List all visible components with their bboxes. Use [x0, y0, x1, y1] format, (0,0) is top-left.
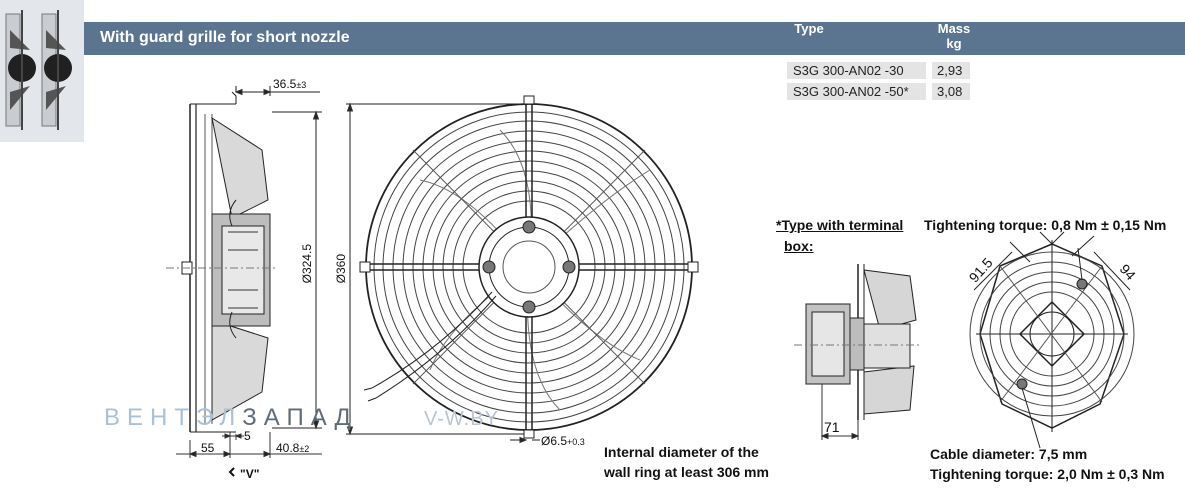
column-header-mass-line1: Mass	[937, 21, 971, 36]
column-header-mass-line2: kg	[946, 36, 962, 51]
dim-324-5-label: Ø324.5	[300, 244, 314, 284]
note-internal-diameter-line1: Internal diameter of the	[604, 444, 759, 460]
dim-5-label: 5	[244, 429, 251, 443]
column-header-type: Type	[794, 21, 824, 36]
table-cell-type: S3G 300-AN02 -30	[787, 62, 926, 79]
note-terminal-box-line1: *Type with terminal	[776, 217, 904, 233]
watermark-brand-part2: ЭЛ	[196, 404, 243, 431]
dim-71-label: 71	[824, 419, 840, 435]
dim-6-5-tolerance: +0.3	[567, 437, 585, 447]
dim-36-5-label: 36.5±3	[273, 77, 306, 91]
watermark-brand: ВЕНТЭЛЗАПАД	[104, 404, 358, 432]
dim-360-label: Ø360	[334, 254, 348, 284]
watermark-site: V-W.BY	[424, 408, 499, 430]
section-title: With guard grille for short nozzle	[100, 29, 350, 46]
note-torque-top: Tightening torque: 0,8 Nm ± 0,15 Nm	[924, 217, 1167, 233]
view-v-label: "V"	[240, 467, 260, 481]
note-terminal-box-line2: box:	[784, 238, 814, 254]
dim-6-5-label: Ø6.5+0.3	[541, 434, 585, 448]
side-view-drawing	[166, 86, 322, 477]
table-cell-type: S3G 300-AN02 -50*	[787, 83, 926, 100]
dim-40-8-tolerance: ±2	[299, 444, 310, 454]
dim-36-5-tolerance: ±3	[296, 80, 307, 90]
front-view-drawing	[346, 95, 699, 444]
thumbnail-fan-drawing	[5, 10, 72, 130]
column-header-mass: Mass kg	[934, 21, 974, 51]
dim-6-5-value: Ø6.5	[541, 434, 568, 448]
note-torque-bottom: Tightening torque: 2,0 Nm ± 0,3 Nm	[930, 466, 1165, 482]
terminal-box-side-drawing	[794, 264, 922, 440]
product-thumbnail	[0, 0, 84, 142]
dim-36-5-value: 36.5	[273, 77, 297, 91]
table-cell-mass: 3,08	[932, 83, 970, 100]
watermark-brand-part3: ЗАПАД	[242, 404, 358, 431]
watermark-brand-part1: ВЕНТ	[104, 404, 197, 431]
dim-40-8-value: 40.8	[276, 441, 300, 455]
header-bar	[84, 22, 1185, 55]
table-cell-mass: 2,93	[932, 62, 970, 79]
terminal-box-front-drawing	[969, 231, 1135, 449]
note-internal-diameter-line2: wall ring at least 306 mm	[604, 464, 769, 480]
note-cable-diameter: Cable diameter: 7,5 mm	[930, 446, 1088, 462]
dim-55-label: 55	[201, 441, 215, 455]
dim-40-8-label: 40.8±2	[276, 441, 309, 455]
